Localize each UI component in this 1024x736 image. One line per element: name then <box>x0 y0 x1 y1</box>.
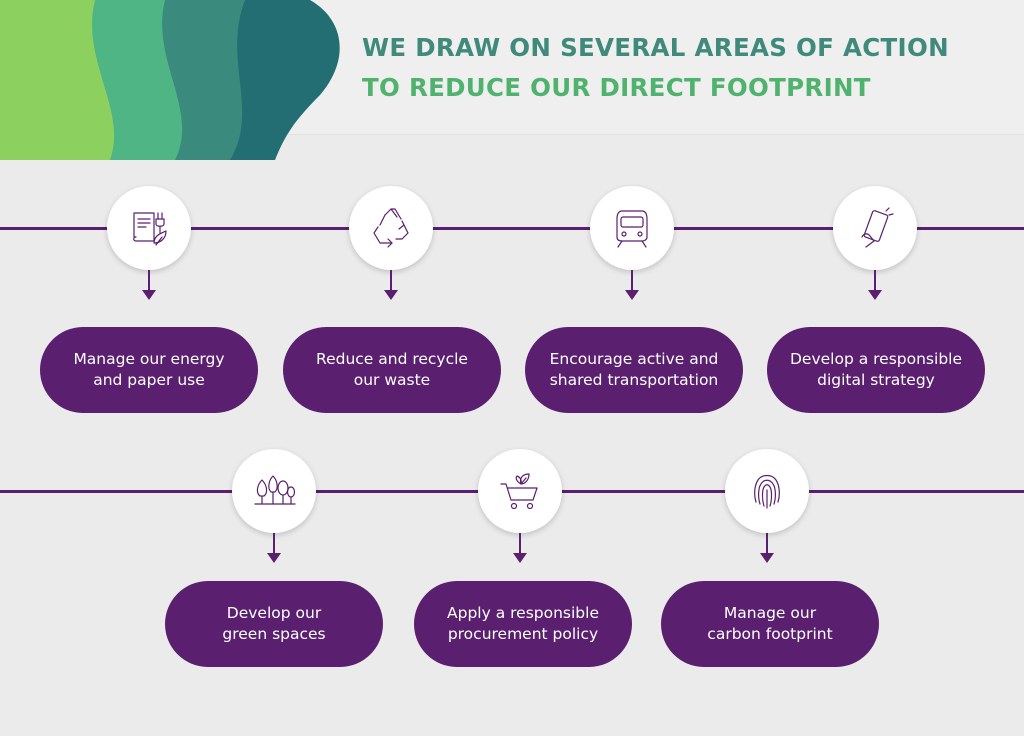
pill-line-1: Manage our energy <box>73 350 225 368</box>
pill-line-1: Encourage active and <box>549 350 719 368</box>
icon-circle <box>590 186 674 270</box>
action-pill-transport: Encourage active and shared transportatio… <box>525 327 743 413</box>
pill-line-1: Reduce and recycle <box>316 350 468 368</box>
icon-circle <box>349 186 433 270</box>
arrow-down-icon <box>267 553 281 563</box>
pill-line-1: Develop our <box>226 604 322 622</box>
recycle-icon <box>373 208 409 248</box>
icon-circle <box>833 186 917 270</box>
pill-line-1: Develop a responsible <box>789 350 962 368</box>
icon-circle <box>232 449 316 533</box>
connector-line <box>390 270 392 292</box>
shopping-cart-leaf-icon <box>500 473 538 510</box>
action-pill-digital: Develop a responsible digital strategy <box>767 327 985 413</box>
arrow-down-icon <box>142 290 156 300</box>
train-icon <box>616 210 648 248</box>
timeline-line-1 <box>0 227 1024 230</box>
connector-line <box>148 270 150 292</box>
action-pill-procurement: Apply a responsible procurement policy <box>414 581 632 667</box>
arrow-down-icon <box>868 290 882 300</box>
action-pill-carbon: Manage our carbon footprint <box>661 581 879 667</box>
energy-paper-icon <box>133 212 167 246</box>
arrow-down-icon <box>625 290 639 300</box>
arrow-down-icon <box>384 290 398 300</box>
pill-line-2: shared transportation <box>549 371 719 389</box>
arrow-down-icon <box>513 553 527 563</box>
title-line-2: TO REDUCE OUR DIRECT FOOTPRINT <box>362 73 871 102</box>
action-pill-green-spaces: Develop our green spaces <box>165 581 383 667</box>
pill-line-1: Apply a responsible <box>447 604 599 622</box>
smartphone-icon <box>861 207 894 248</box>
trees-icon <box>254 475 296 505</box>
pill-line-2: and paper use <box>93 371 205 389</box>
action-pill-energy: Manage our energy and paper use <box>40 327 258 413</box>
connector-line <box>519 533 521 555</box>
wave-light <box>0 0 120 160</box>
decorative-waves <box>0 0 340 160</box>
wave-dark <box>230 0 340 160</box>
pill-line-2: our waste <box>353 371 431 389</box>
action-pill-waste: Reduce and recycle our waste <box>283 327 501 413</box>
icon-circle <box>478 449 562 533</box>
connector-line <box>874 270 876 292</box>
pill-line-2: green spaces <box>222 625 326 643</box>
title-line-1: WE DRAW ON SEVERAL AREAS OF ACTION <box>362 33 949 62</box>
pill-line-2: carbon footprint <box>707 625 833 643</box>
connector-line <box>766 533 768 555</box>
connector-line <box>631 270 633 292</box>
pill-line-1: Manage our <box>723 604 817 622</box>
arrow-down-icon <box>760 553 774 563</box>
icon-circle <box>107 186 191 270</box>
pill-line-2: procurement policy <box>447 625 599 643</box>
icon-circle <box>725 449 809 533</box>
fingerprint-icon <box>754 474 780 509</box>
connector-line <box>273 533 275 555</box>
pill-line-2: digital strategy <box>817 371 935 389</box>
